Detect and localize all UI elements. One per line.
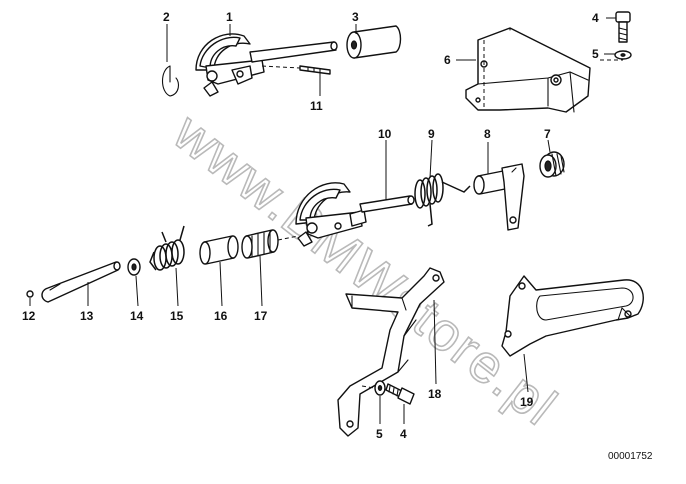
callout-numbers: 2 1 3 4 5 6 11 7 8 9 10 12 13 14 15 16 1… xyxy=(22,10,599,441)
part-6-bracket xyxy=(465,27,623,113)
callout-13: 13 xyxy=(80,309,94,323)
part-4-bolt-top xyxy=(615,11,631,43)
part-3-bushing xyxy=(346,25,402,59)
part-12-ball xyxy=(26,290,34,298)
part-10-shaft xyxy=(359,195,415,213)
part-7-knurled-bushing xyxy=(539,151,565,178)
callout-16: 16 xyxy=(214,309,228,323)
part-5-washer-top xyxy=(614,50,632,60)
part-19-mounting-plate xyxy=(501,275,644,357)
callout-9: 9 xyxy=(428,127,435,141)
part-15-torsion-spring xyxy=(149,225,185,271)
callout-6: 6 xyxy=(444,53,451,67)
callout-4-top: 4 xyxy=(592,11,599,25)
part-17-coil-sleeve xyxy=(241,229,299,259)
callout-8: 8 xyxy=(484,127,491,141)
part-18-link-bracket xyxy=(337,267,445,437)
callout-5-top: 5 xyxy=(592,47,599,61)
callout-18: 18 xyxy=(428,387,442,401)
callout-7: 7 xyxy=(544,127,551,141)
diagram-code: 00001752 xyxy=(608,451,653,462)
part-9-return-spring xyxy=(414,173,471,227)
part-14-washer xyxy=(127,258,141,276)
callout-5-bottom: 5 xyxy=(376,427,383,441)
part-4-bolt-bottom xyxy=(385,383,415,405)
part-2-clip xyxy=(161,65,180,97)
callout-19: 19 xyxy=(520,395,534,409)
part-8-sleeve-lever xyxy=(473,163,525,231)
callout-15: 15 xyxy=(170,309,184,323)
callout-17: 17 xyxy=(254,309,268,323)
callout-1: 1 xyxy=(226,10,233,24)
part-13-rod xyxy=(41,261,121,303)
callout-2: 2 xyxy=(163,10,170,24)
central-lever-segment xyxy=(295,182,367,247)
callout-11: 11 xyxy=(310,99,323,113)
callout-4-bottom: 4 xyxy=(400,427,407,441)
callout-12: 12 xyxy=(22,309,36,323)
callout-14: 14 xyxy=(130,309,144,323)
leader-lines xyxy=(29,17,616,424)
callout-3: 3 xyxy=(352,10,359,24)
callout-10: 10 xyxy=(378,127,392,141)
part-5-washer-bottom xyxy=(361,380,386,396)
part-1-lever-segment xyxy=(195,33,338,97)
part-16-sleeve xyxy=(199,235,239,265)
